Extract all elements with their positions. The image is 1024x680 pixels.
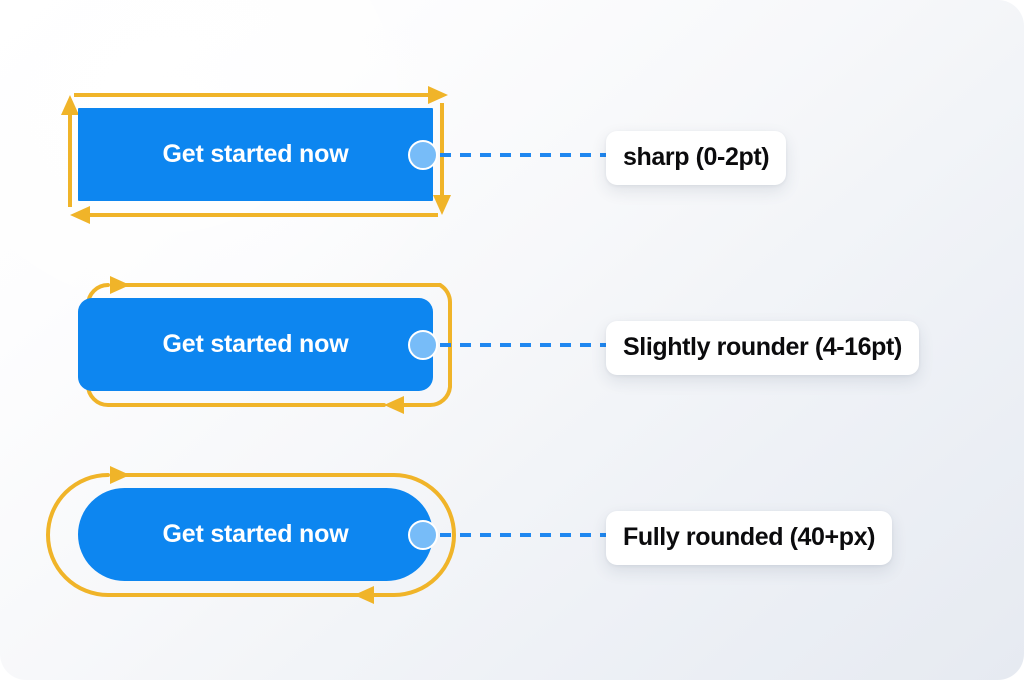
radius-example-slight: Get started now Slightly rounder (4-16pt… — [0, 265, 1024, 455]
radius-tag-full: Fully rounded (40+px) — [606, 511, 893, 565]
connector-dashed-line-full — [440, 533, 608, 537]
get-started-button-full[interactable]: Get started now — [78, 488, 433, 581]
resize-handle-icon-sharp[interactable] — [408, 140, 438, 170]
resize-handle-icon-full[interactable] — [408, 520, 438, 550]
radius-tag-sharp: sharp (0-2pt) — [606, 131, 787, 185]
resize-handle-icon-slight[interactable] — [408, 330, 438, 360]
button-label: Get started now — [162, 330, 349, 358]
radius-tag-slight: Slightly rounder (4-16pt) — [606, 321, 919, 375]
connector-dashed-line-slight — [440, 343, 608, 347]
radius-example-full: Get started now Fully rounded (40+px) — [0, 455, 1024, 645]
get-started-button-sharp[interactable]: Get started now — [78, 108, 433, 201]
radius-example-sharp: Get started now sharp (0-2pt) — [0, 75, 1024, 265]
button-label: Get started now — [162, 520, 349, 548]
get-started-button-slight[interactable]: Get started now — [78, 298, 433, 391]
connector-dashed-line-sharp — [440, 153, 608, 157]
button-label: Get started now — [162, 140, 349, 168]
